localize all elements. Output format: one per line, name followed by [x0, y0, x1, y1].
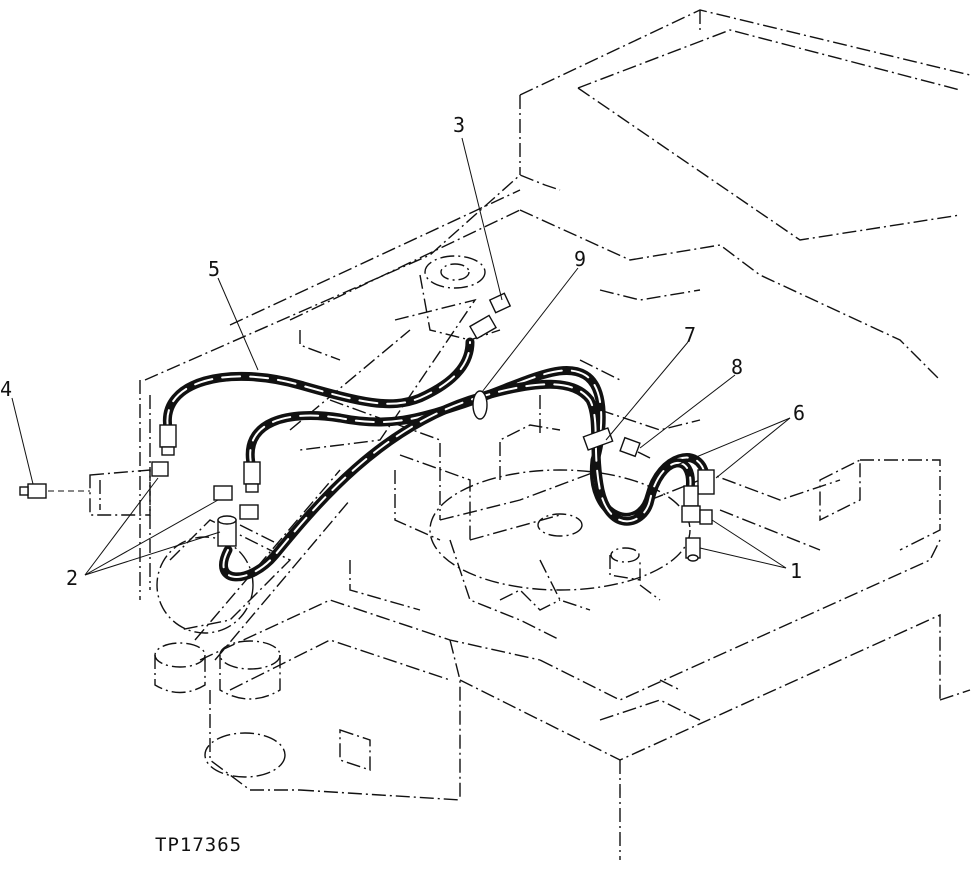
callout-7: 7: [684, 323, 696, 347]
callout-4: 4: [0, 377, 12, 401]
callout-2: 2: [66, 566, 78, 590]
callout-3: 3: [453, 113, 465, 137]
hoses: [162, 337, 710, 582]
machine-frame: [89, 9, 971, 860]
callout-5: 5: [208, 257, 220, 281]
fittings: [19, 292, 715, 562]
callout-9: 9: [574, 247, 586, 271]
callouts: 3 5 9 7 8 6 1 2 4: [0, 113, 805, 590]
callout-1: 1: [790, 559, 802, 583]
callout-8: 8: [731, 355, 743, 379]
callout-6: 6: [793, 401, 805, 425]
figure-ref: TP17365: [155, 834, 242, 856]
leader-lines: [11, 137, 791, 576]
